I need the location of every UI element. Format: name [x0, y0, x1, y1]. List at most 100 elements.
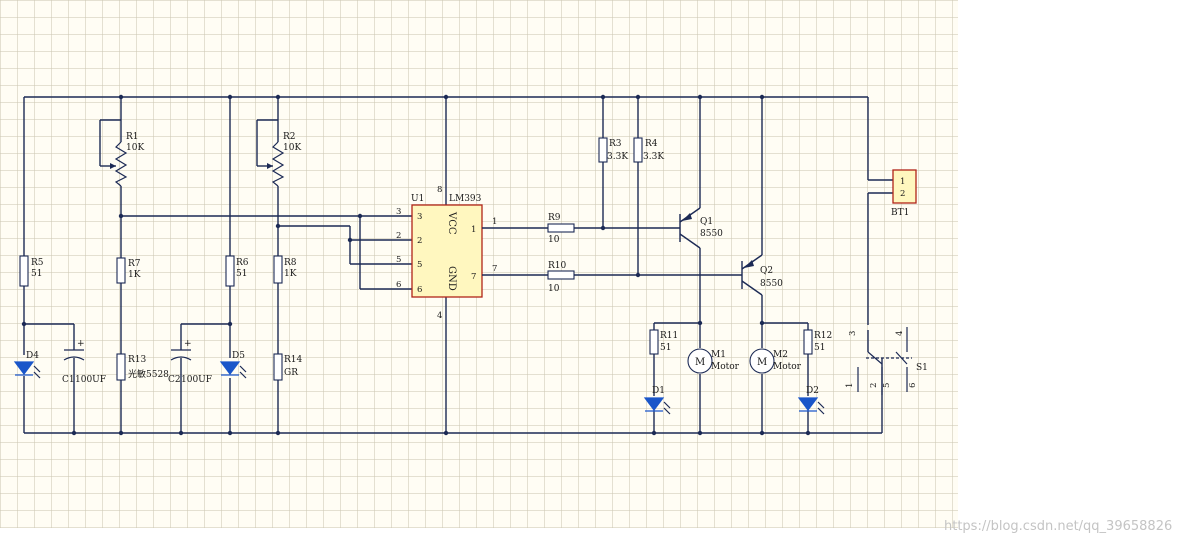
r4-ref: R4	[645, 139, 658, 149]
switch-s1: 3 4 1 2 5 6 S1	[845, 327, 928, 433]
m2-value: Motor	[773, 362, 802, 372]
r6-value: 51	[236, 269, 247, 279]
r10-value: 10	[548, 284, 560, 294]
r7-value: 1K	[128, 270, 141, 280]
s1-pin1: 1	[845, 383, 855, 388]
circuit-schematic: R5 51 D4 + C1 100UF R1 10K R7 1K	[13, 94, 928, 436]
r2-ref: R2	[283, 132, 296, 142]
s1-pin3: 3	[848, 331, 858, 336]
u1-pin5-inside: 5	[417, 260, 422, 270]
r2-value: 10K	[283, 143, 301, 153]
r6-ref: R6	[236, 258, 249, 268]
c1-plus: +	[77, 339, 85, 349]
u1-pin2-inside: 2	[417, 236, 422, 246]
m1-value: Motor	[711, 362, 740, 372]
u1-pin6-inside: 6	[417, 285, 422, 295]
r1-ref: R1	[126, 132, 139, 142]
resistor-r6: R6 51	[225, 255, 249, 287]
r12-d2-wires	[762, 322, 809, 433]
u1-pin2-outside: 2	[396, 231, 401, 241]
resistor-r7: R7 1K	[116, 257, 141, 284]
r11-ref: R11	[660, 331, 678, 341]
s1-ref: S1	[916, 363, 928, 373]
r12-ref: R12	[814, 331, 832, 341]
r9-value: 10	[548, 235, 560, 245]
c2-plus: +	[184, 339, 192, 349]
resistor-r8: R8 1K	[273, 255, 297, 284]
potentiometer-r1: R1 10K	[110, 132, 144, 187]
u1-pin5-outside: 5	[396, 255, 401, 265]
resistor-r5: R5 51	[19, 255, 44, 287]
r1-value: 10K	[126, 143, 144, 153]
battery-bt1: 1 2 BT1	[867, 97, 917, 325]
ic-u1-lm393: U1 LM393 8 4 VCC GND 3 2 5 6 3 2 5 6 1 7	[396, 185, 483, 321]
led-d2: D2	[797, 386, 825, 415]
r3-value: 3.3K	[607, 152, 628, 162]
resistor-r12: R12 51	[803, 329, 832, 355]
capacitor-c2: + C2 100UF	[168, 339, 212, 385]
u1-pin3-outside: 3	[396, 207, 401, 217]
u1-vcc-label: VCC	[446, 211, 457, 235]
r14-value: GR	[284, 368, 298, 378]
bt1-pin1: 1	[900, 177, 905, 187]
right-sensor-wires	[256, 97, 350, 433]
c1-value: 100UF	[75, 375, 106, 385]
d5-ref: D5	[232, 351, 245, 361]
c1-ref: C1	[62, 375, 75, 385]
r10-ref: R10	[548, 261, 567, 271]
resistor-r11: R11 51	[649, 329, 678, 355]
r14-ref: R14	[284, 355, 303, 365]
q1-ref: Q1	[700, 217, 713, 227]
bt1-pin2: 2	[900, 189, 905, 199]
out1-label: 1	[492, 217, 497, 227]
u1-pin3-inside: 3	[417, 212, 422, 222]
s1-pin6: 6	[908, 383, 918, 388]
s1-pin4: 4	[895, 331, 905, 336]
u1-part: LM393	[449, 194, 482, 204]
r8-ref: R8	[284, 258, 297, 268]
s1-pin2: 2	[869, 383, 879, 388]
m1-ref: M1	[711, 350, 726, 360]
r5-ref: R5	[31, 258, 44, 268]
motor-m2: M M2 Motor	[749, 348, 802, 374]
resistor-r9: R9 10	[547, 213, 575, 245]
c2-ref: C2	[168, 375, 181, 385]
junction-dots	[21, 94, 811, 436]
capacitor-c1: + C1 100UF	[62, 339, 106, 385]
m2-ref: M2	[773, 350, 788, 360]
u1-pin7-inside: 7	[471, 272, 476, 282]
r12-value: 51	[814, 343, 825, 353]
r3-ref: R3	[609, 139, 622, 149]
d1-ref: D1	[652, 386, 665, 396]
photoresistor-r13: R13 光敏5528	[116, 353, 169, 381]
r13-ref: R13	[128, 355, 147, 365]
u1-pin4: 4	[437, 311, 442, 321]
transistor-q2: Q2 8550	[741, 97, 783, 433]
led-d1: D1	[643, 386, 671, 415]
resistor-r4: R4 3.3K	[633, 137, 664, 163]
comparator-input-wires	[349, 97, 447, 433]
q2-value: 8550	[760, 279, 783, 289]
d4-ref: D4	[26, 351, 39, 361]
led-d5: D5	[219, 351, 247, 379]
m2-symbol: M	[757, 357, 767, 368]
q1-value: 8550	[700, 229, 723, 239]
resistor-r3: R3 3.3K	[598, 137, 628, 163]
m1-symbol: M	[695, 357, 705, 368]
r5-value: 51	[31, 269, 42, 279]
r13-value: 光敏5528	[128, 368, 169, 380]
s1-pin5: 5	[882, 383, 892, 388]
resistor-r10: R10 10	[547, 261, 575, 294]
schematic-sheet: R5 51 D4 + C1 100UF R1 10K R7 1K	[0, 0, 958, 528]
r11-value: 51	[660, 343, 671, 353]
output-wires: 1 7	[482, 97, 742, 276]
led-d4: D4	[13, 351, 41, 379]
u1-pin8: 8	[437, 185, 442, 195]
q2-ref: Q2	[760, 266, 773, 276]
r8-value: 1K	[284, 269, 297, 279]
transistor-q1: Q1 8550	[679, 97, 723, 433]
bt1-ref: BT1	[891, 208, 909, 218]
u1-gnd-label: GND	[446, 266, 457, 291]
mid-left-wires	[180, 97, 231, 433]
left-sensor-wires	[99, 97, 393, 433]
